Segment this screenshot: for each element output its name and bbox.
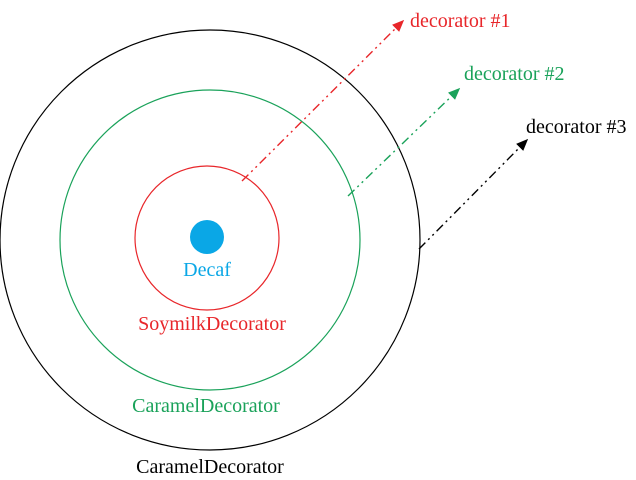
core-label: Decaf xyxy=(183,259,231,281)
middle-ring-label: CaramelDecorator xyxy=(132,395,280,417)
arrow-decorator-1 xyxy=(241,19,405,182)
arrow-label-decorator-3: decorator #3 xyxy=(526,116,627,138)
decaf-core-dot xyxy=(190,220,224,254)
middle-ring xyxy=(59,89,361,391)
inner-ring xyxy=(134,165,280,311)
inner-ring-label: SoymilkDecorator xyxy=(138,313,286,335)
outer-ring-label: CaramelDecorator xyxy=(136,456,284,478)
arrow-label-decorator-2: decorator #2 xyxy=(464,63,565,85)
arrow-decorator-3 xyxy=(418,138,529,250)
arrow-decorator-2 xyxy=(347,87,461,197)
outer-ring xyxy=(0,29,421,451)
arrow-label-decorator-1: decorator #1 xyxy=(410,10,511,32)
